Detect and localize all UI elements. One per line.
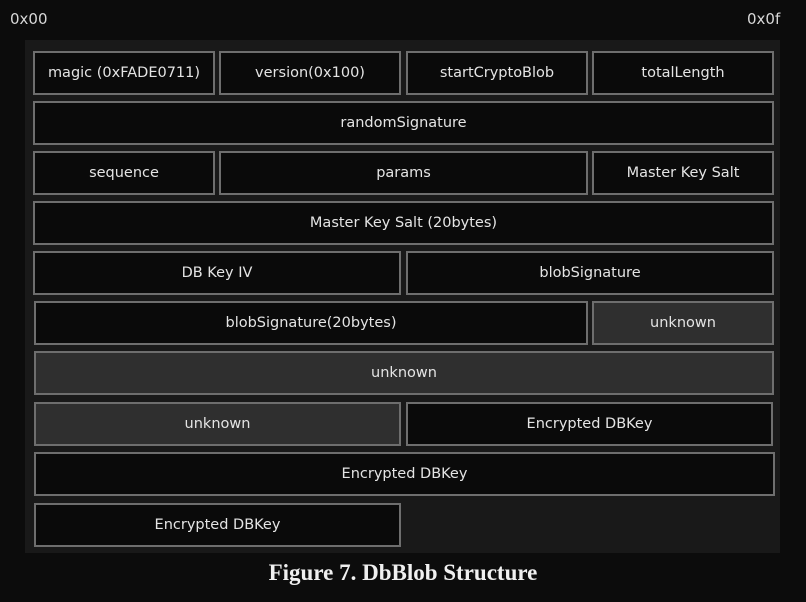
field-blobsignature: blobSignature <box>406 251 774 295</box>
field-version-0x100: version(0x100) <box>219 51 401 95</box>
field-encrypted-dbkey: Encrypted DBKey <box>34 452 775 496</box>
field-unknown: unknown <box>34 402 401 446</box>
field-unknown: unknown <box>34 351 774 395</box>
field-params: params <box>219 151 588 195</box>
field-master-key-salt: Master Key Salt <box>592 151 774 195</box>
offset-start-label: 0x00 <box>10 10 48 28</box>
field-sequence: sequence <box>33 151 215 195</box>
figure-caption: Figure 7. DbBlob Structure <box>268 560 538 585</box>
field-encrypted-dbkey: Encrypted DBKey <box>34 503 401 547</box>
field-totallength: totalLength <box>592 51 774 95</box>
structure-panel: magic (0xFADE0711)version(0x100)startCry… <box>25 40 780 553</box>
field-encrypted-dbkey: Encrypted DBKey <box>406 402 773 446</box>
field-blobsignature-20bytes: blobSignature(20bytes) <box>34 301 588 345</box>
offset-end-label: 0x0f <box>747 10 781 28</box>
field-master-key-salt-20bytes: Master Key Salt (20bytes) <box>33 201 774 245</box>
field-db-key-iv: DB Key IV <box>33 251 401 295</box>
field-startcryptoblob: startCryptoBlob <box>406 51 588 95</box>
field-unknown: unknown <box>592 301 774 345</box>
field-randomsignature: randomSignature <box>33 101 774 145</box>
field-magic-0xfade0711: magic (0xFADE0711) <box>33 51 215 95</box>
